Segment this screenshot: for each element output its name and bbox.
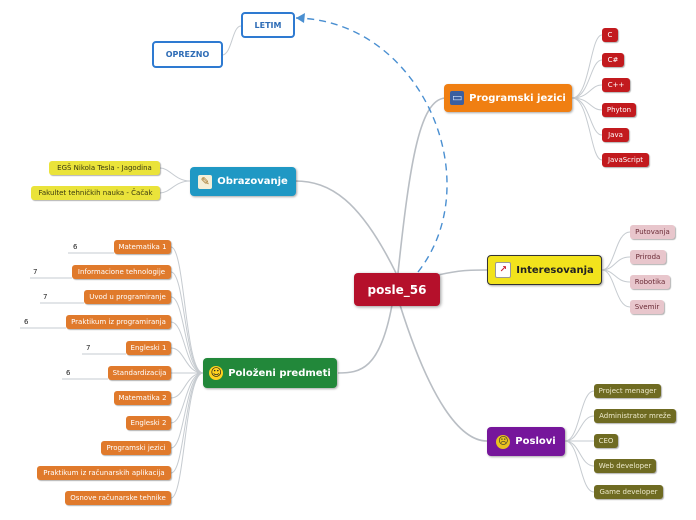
sub-c[interactable]: C (602, 28, 618, 42)
grade-praktikum-iz-programiranja: 6 (24, 318, 29, 326)
sub-ceo[interactable]: CEO (594, 434, 618, 448)
sub-label: Administrator mreže (599, 412, 671, 420)
sub-label: Web developer (598, 462, 652, 470)
sub-matematika-2[interactable]: Matematika 2 (114, 391, 171, 405)
sub-javascript[interactable]: JavaScript (602, 153, 649, 167)
sub-engleski-2[interactable]: Engleski 2 (126, 416, 171, 430)
smiley-icon: ☺ (209, 366, 224, 380)
sub-cpp[interactable]: C++ (602, 78, 630, 92)
sub-robotika[interactable]: Robotika (630, 275, 670, 289)
sub-priroda[interactable]: Priroda (630, 250, 666, 264)
branch-polozeni-predmeti[interactable]: ☺ Položeni predmeti (203, 358, 337, 388)
sub-svemir[interactable]: Svemir (630, 300, 664, 314)
sub-csharp[interactable]: C# (602, 53, 624, 67)
laptop-icon: ▭ (450, 91, 465, 105)
sub-osnove-racunarske-tehnike[interactable]: Osnove računarske tehnike (65, 491, 171, 505)
sub-engleski-1[interactable]: Engleski 1 (126, 341, 171, 355)
sub-matematika-1[interactable]: Matematika 1 (114, 240, 171, 254)
face-icon: ☹ (496, 434, 511, 449)
sub-praktikum-iz-racunarskih-aplikacija[interactable]: Praktikum iz računarskih aplikacija (37, 466, 171, 480)
sub-label: CEO (598, 437, 614, 445)
sub-informacione-tehnologije[interactable]: Informacione tehnologije (72, 265, 171, 279)
sub-label: Svemir (634, 303, 660, 311)
sub-label: Java (608, 131, 623, 139)
grade-matematika-1: 6 (73, 243, 78, 251)
sub-project-menager[interactable]: Project menager (594, 384, 661, 398)
sub-standardizacija[interactable]: Standardizacija (108, 366, 171, 380)
sub-label: C# (607, 56, 619, 64)
branch-obrazovanje-label: Obrazovanje (217, 176, 288, 187)
sub-label: Project menager (598, 387, 657, 395)
sub-label: Matematika 1 (118, 243, 167, 251)
sub-praktikum-iz-programiranja[interactable]: Praktikum iz programiranja (66, 315, 171, 329)
sub-label: Putovanja (635, 228, 670, 236)
branch-interesovanja[interactable]: ↗ Interesovanja (487, 255, 602, 285)
sub-phyton[interactable]: Phyton (602, 103, 636, 117)
sub-web-developer[interactable]: Web developer (594, 459, 656, 473)
branch-polozeni-predmeti-label: Položeni predmeti (228, 367, 331, 379)
sub-administrator-mreze[interactable]: Administrator mreže (594, 409, 676, 423)
sub-label: Osnove računarske tehnike (70, 494, 166, 502)
sub-label: Phyton (606, 106, 632, 114)
chart-icon: ↗ (495, 262, 512, 278)
central-topic[interactable]: posle_56 (354, 273, 440, 306)
sub-label: C++ (607, 81, 625, 89)
oprezno-node[interactable]: OPREZNO (152, 41, 223, 68)
grade-uvod-u-programiranje: 7 (43, 293, 48, 301)
sub-label: Praktikum iz programiranja (71, 318, 166, 326)
sub-label: Standardizacija (112, 369, 167, 377)
sub-fakultet-tehnickih-nauka[interactable]: Fakultet tehničkih nauka - Čačak (31, 186, 160, 200)
sub-label: Priroda (635, 253, 661, 261)
sub-label: Fakultet tehničkih nauka - Čačak (38, 189, 153, 197)
sub-label: Programski jezici (106, 444, 166, 452)
sub-label: Uvod u programiranje (89, 293, 166, 301)
notepad-icon: ✎ (198, 174, 213, 189)
branch-interesovanja-label: Interesovanja (516, 264, 594, 276)
branch-poslovi-label: Poslovi (515, 436, 556, 447)
sub-label: Praktikum iz računarskih aplikacija (43, 469, 165, 477)
branch-programski-jezici[interactable]: ▭ Programski jezici (444, 84, 572, 112)
sub-game-developer[interactable]: Game developer (594, 485, 663, 499)
grade-engleski-1: 7 (86, 344, 91, 352)
sub-label: Robotika (634, 278, 666, 286)
branch-poslovi[interactable]: ☹ Poslovi (487, 427, 565, 456)
sub-label: EGŠ Nikola Tesla - Jagodina (57, 164, 152, 172)
sub-programski-jezici[interactable]: Programski jezici (101, 441, 171, 455)
sub-label: JavaScript (607, 156, 644, 164)
sub-label: Game developer (599, 488, 658, 496)
sub-uvod-u-programiranje[interactable]: Uvod u programiranje (84, 290, 171, 304)
branch-obrazovanje[interactable]: ✎ Obrazovanje (190, 167, 296, 196)
branch-programski-jezici-label: Programski jezici (469, 92, 566, 104)
sub-putovanja[interactable]: Putovanja (630, 225, 675, 239)
sub-label: Engleski 2 (130, 419, 167, 427)
grade-informacione-tehnologije: 7 (33, 268, 38, 276)
letim-label: LETIM (254, 20, 282, 30)
sub-label: Informacione tehnologije (77, 268, 166, 276)
sub-java[interactable]: Java (602, 128, 629, 142)
letim-node[interactable]: LETIM (241, 12, 295, 38)
central-topic-label: posle_56 (367, 282, 427, 297)
sub-label: C (607, 31, 613, 39)
oprezno-label: OPREZNO (165, 50, 210, 59)
grade-standardizacija: 6 (66, 369, 71, 377)
sub-label: Engleski 1 (130, 344, 167, 352)
sub-egs-nikola-tesla[interactable]: EGŠ Nikola Tesla - Jagodina (49, 161, 160, 175)
sub-label: Matematika 2 (118, 394, 167, 402)
